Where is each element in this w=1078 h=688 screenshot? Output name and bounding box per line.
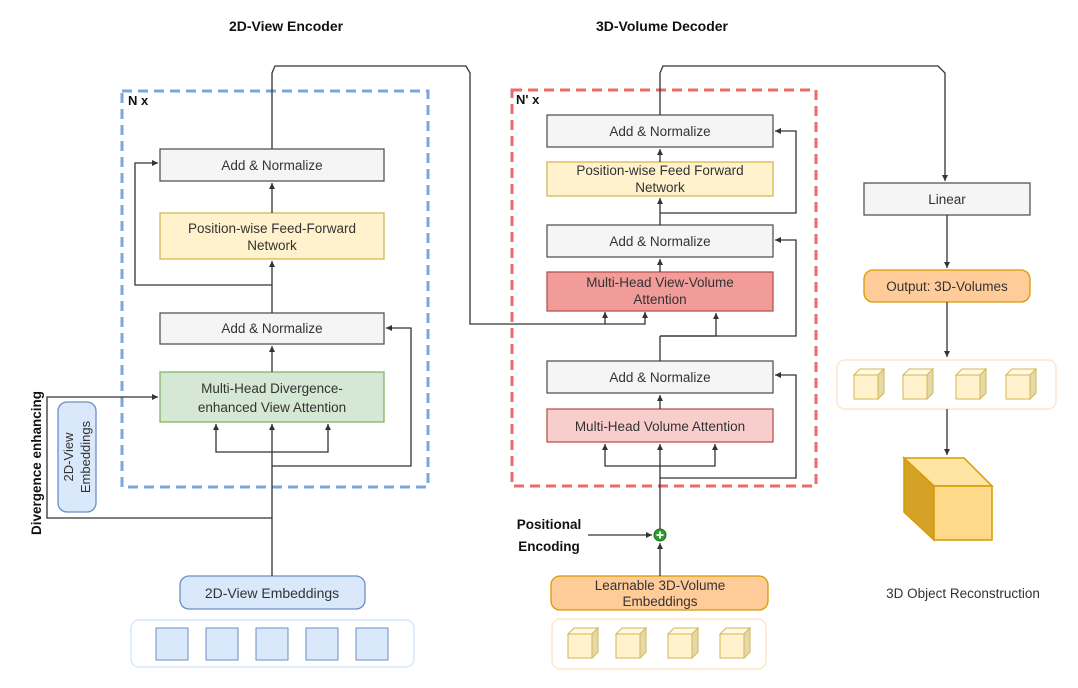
view-token <box>155 627 189 661</box>
volume-cube-icon <box>901 367 935 401</box>
encoder-token-tray <box>130 619 415 668</box>
view-token-squares <box>155 627 389 661</box>
decoder-token-tray <box>551 618 767 670</box>
svg-text:Multi-Head Volume Attention: Multi-Head Volume Attention <box>575 419 745 434</box>
svg-text:Add & Normalize: Add & Normalize <box>609 234 710 249</box>
encoder-add-normalize-top: Add & Normalize <box>159 148 385 182</box>
svg-text:2D-View: 2D-View <box>61 432 76 482</box>
svg-text:Add & Normalize: Add & Normalize <box>609 124 710 139</box>
positional-add-icon <box>653 528 667 542</box>
encoder-add-normalize-bottom: Add & Normalize <box>159 312 385 345</box>
encoder-side-view-embeddings: 2D-View Embeddings <box>57 401 97 513</box>
svg-text:Learnable 3D-Volume: Learnable 3D-Volume <box>595 578 726 593</box>
svg-text:enhanced View Attention: enhanced View Attention <box>198 400 346 415</box>
svg-text:Linear: Linear <box>928 192 966 207</box>
decoder-feed-forward-block: Position-wise Feed Forward Network <box>546 161 774 197</box>
volume-cube-icon <box>718 626 752 660</box>
view-token <box>355 627 389 661</box>
positional-label-line1: Positional <box>517 517 582 532</box>
encoder-feed-forward-block: Position-wise Feed-Forward Network <box>159 212 385 260</box>
svg-text:Attention: Attention <box>633 292 686 307</box>
volume-token-cubes <box>566 626 752 660</box>
svg-text:Network: Network <box>635 180 685 195</box>
encoder-input-embeddings: 2D-View Embeddings <box>179 575 366 610</box>
svg-text:Network: Network <box>247 238 297 253</box>
svg-text:Embeddings: Embeddings <box>622 594 697 609</box>
volume-cube-icon <box>666 626 700 660</box>
reconstruction-caption: 3D Object Reconstruction <box>886 586 1040 601</box>
output-volumes-block: Output: 3D-Volumes <box>863 269 1031 303</box>
positional-label-line2: Encoding <box>518 539 580 554</box>
decoder-dashed-frame <box>510 88 818 488</box>
reconstructed-object-cube-icon <box>902 456 994 542</box>
decoder-add-normalize-mid: Add & Normalize <box>546 224 774 258</box>
svg-text:Multi-Head Divergence-: Multi-Head Divergence- <box>201 381 343 396</box>
svg-text:2D-View Embeddings: 2D-View Embeddings <box>205 585 339 601</box>
divergence-enhancing-label: Divergence enhancing <box>29 391 44 535</box>
encoder-divergence-attention-block: Multi-Head Divergence- enhanced View Att… <box>159 371 385 423</box>
svg-text:Add & Normalize: Add & Normalize <box>221 321 322 336</box>
volume-cube-icon <box>1004 367 1038 401</box>
volume-cube-icon <box>852 367 886 401</box>
volume-cube-icon <box>614 626 648 660</box>
decoder-connectors <box>588 65 948 576</box>
decoder-add-normalize-bottom: Add & Normalize <box>546 360 774 394</box>
svg-text:Position-wise Feed-Forward: Position-wise Feed-Forward <box>188 221 356 236</box>
volume-cube-icon <box>566 626 600 660</box>
view-token <box>305 627 339 661</box>
decoder-add-normalize-top: Add & Normalize <box>546 114 774 148</box>
output-cube-icons <box>852 367 1038 401</box>
view-token <box>255 627 289 661</box>
svg-text:Output: 3D-Volumes: Output: 3D-Volumes <box>886 279 1008 294</box>
decoder-input-embeddings: Learnable 3D-Volume Embeddings <box>550 575 769 611</box>
encoder-title: 2D-View Encoder <box>229 18 344 34</box>
decoder-cross-attention-block: Multi-Head View-Volume Attention <box>546 271 774 312</box>
decoder-repeat-label: N' x <box>516 92 540 107</box>
volume-cube-icon <box>954 367 988 401</box>
view-token <box>205 627 239 661</box>
decoder-title: 3D-Volume Decoder <box>596 18 729 34</box>
linear-block: Linear <box>863 182 1031 216</box>
encoder-dashed-frame <box>120 89 430 489</box>
svg-text:Add & Normalize: Add & Normalize <box>221 158 322 173</box>
svg-text:Embeddings: Embeddings <box>78 420 93 493</box>
encoder-connectors <box>46 65 648 576</box>
svg-text:Position-wise Feed Forward: Position-wise Feed Forward <box>576 163 743 178</box>
svg-text:Add & Normalize: Add & Normalize <box>609 370 710 385</box>
svg-text:Multi-Head View-Volume: Multi-Head View-Volume <box>586 275 734 290</box>
decoder-self-attention-block: Multi-Head Volume Attention <box>546 408 774 443</box>
encoder-repeat-label: N x <box>128 93 149 108</box>
